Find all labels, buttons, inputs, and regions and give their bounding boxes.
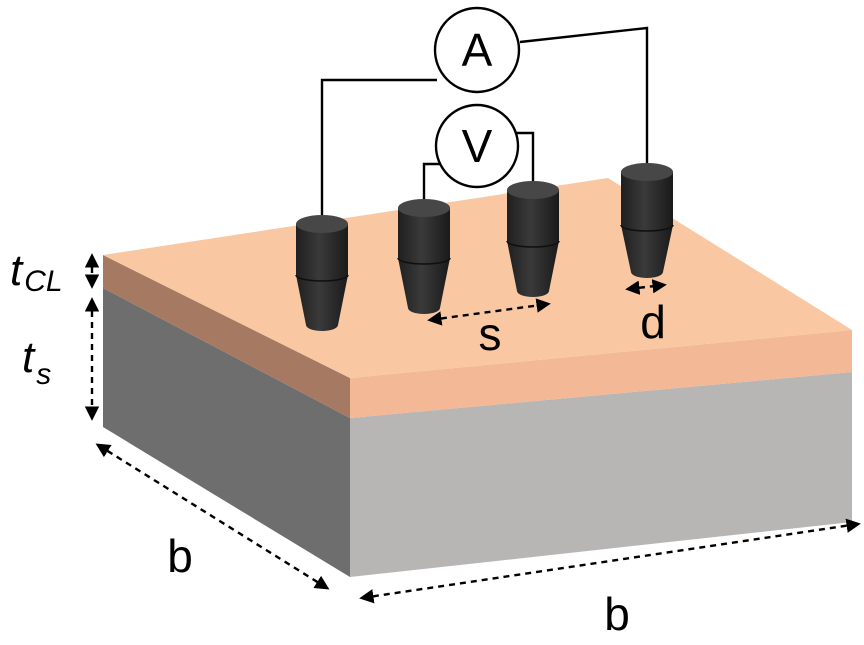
- width-side-arrow: [95, 443, 330, 590]
- voltmeter-wire-left: [422, 162, 444, 200]
- dimension-arrows: [84, 253, 861, 604]
- width-side-label: b: [167, 530, 193, 582]
- circuit-wires: [320, 26, 649, 215]
- width-front-label: b: [604, 588, 630, 640]
- probe-3: [506, 181, 560, 297]
- t-s-label: ts: [22, 333, 51, 391]
- dimension-labels: tCL ts s d b b: [10, 246, 666, 640]
- voltmeter-symbol: V: [462, 120, 493, 172]
- spacing-arrow: [427, 298, 551, 326]
- coating-front-face: [350, 330, 852, 418]
- coating-left-face: [103, 255, 350, 418]
- ammeter-circle: [433, 6, 521, 94]
- probe-4: [620, 163, 674, 278]
- diameter-label: d: [640, 296, 666, 348]
- voltmeter: V: [434, 103, 520, 189]
- ammeter: A: [433, 6, 521, 94]
- ammeter-symbol: A: [462, 24, 493, 76]
- spacing-label: s: [479, 308, 502, 360]
- t-cl-label: tCL: [10, 246, 63, 298]
- voltmeter-wire-right: [512, 131, 535, 182]
- ammeter-wire-right: [519, 26, 649, 170]
- probe-2: [397, 199, 451, 314]
- voltmeter-circle: [434, 103, 520, 189]
- ammeter-wire-left: [320, 78, 437, 215]
- probe-1: [295, 215, 349, 331]
